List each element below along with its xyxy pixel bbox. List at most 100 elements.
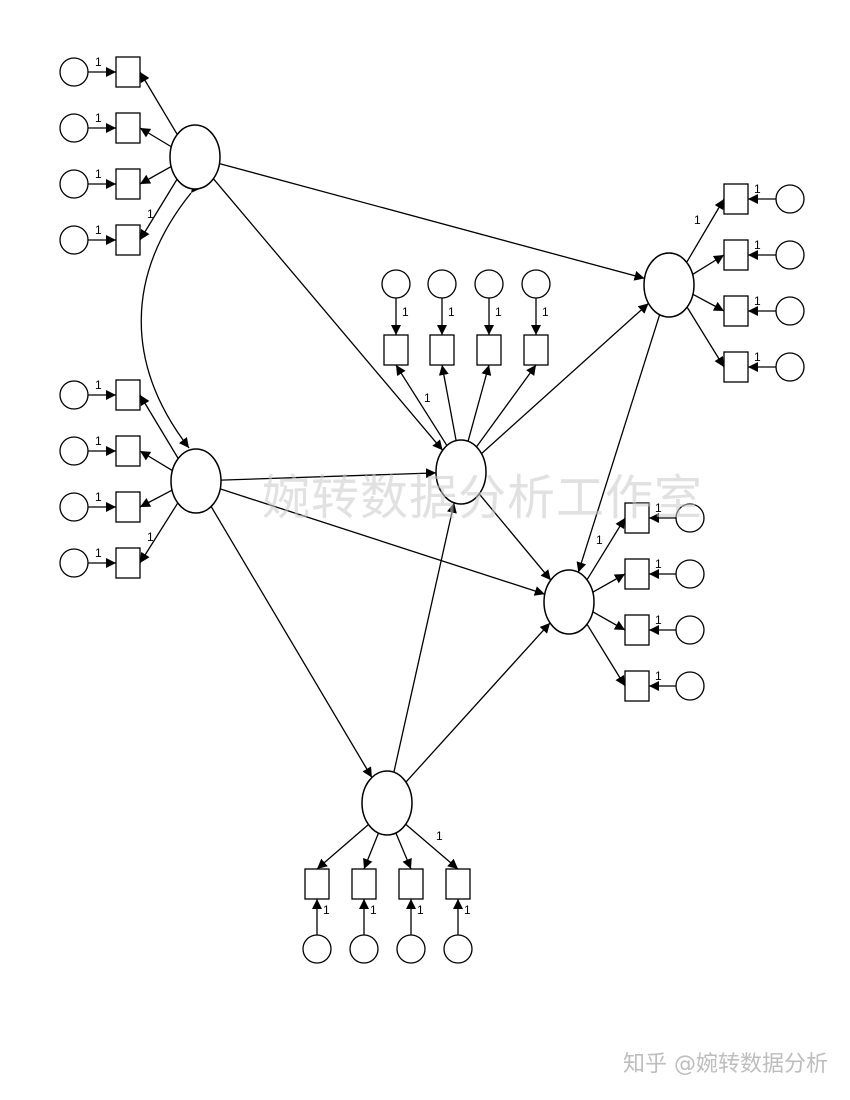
path-f2-f6 [210, 506, 373, 778]
f2-loading-1 [139, 394, 179, 459]
f3-loading-3 [467, 364, 492, 442]
latent-factor-f4 [643, 252, 695, 318]
f2-error-fixed-label-1: 1 [95, 378, 102, 392]
f5-error-fixed-label-1: 1 [655, 501, 662, 515]
f4-error-fixed-label-4: 1 [754, 350, 761, 364]
f2-error-circle-3 [59, 492, 89, 522]
f4-indicator-box-1 [723, 183, 749, 215]
f5-indicator-box-4 [624, 670, 650, 702]
f6-error-fixed-label-1: 1 [323, 903, 330, 917]
f5-loading-fixed-label: 1 [596, 533, 603, 547]
f5-indicator-box-3 [624, 614, 650, 646]
f6-error-circle-1 [302, 934, 332, 964]
f4-error-circle-1 [775, 184, 805, 214]
f2-loading-2 [139, 450, 173, 472]
path-f6-f5 [405, 622, 551, 783]
path-f2-f3 [220, 468, 437, 481]
f4-loading-4 [686, 306, 725, 368]
f5-indicator-box-1 [624, 502, 650, 534]
f4-indicator-box-4 [723, 351, 749, 383]
f1-indicator-box-1 [115, 56, 141, 88]
f2-loading-fixed-label: 1 [147, 530, 154, 544]
f4-error-fixed-label-1: 1 [754, 182, 761, 196]
latent-factor-f2 [170, 448, 222, 514]
path-f1-f3 [212, 178, 444, 451]
f6-error-fixed-label-2: 1 [370, 903, 377, 917]
path-f3-f5 [478, 493, 552, 581]
f3-error-fixed-label-1: 1 [402, 305, 409, 319]
f6-loading-3 [395, 832, 412, 870]
f4-error-circle-4 [775, 352, 805, 382]
f4-loading-3 [692, 293, 725, 312]
f5-error-circle-1 [675, 503, 705, 533]
f1-loading-4 [139, 178, 178, 241]
f6-indicator-box-1 [304, 868, 330, 900]
f1-indicator-box-2 [115, 112, 141, 144]
f3-error-circle-1 [381, 269, 411, 299]
f5-error-circle-3 [675, 615, 705, 645]
f1-loading-2 [139, 127, 172, 148]
f1-error-circle-1 [59, 57, 89, 87]
f4-indicator-box-2 [723, 239, 749, 271]
f1-loading-1 [139, 71, 178, 135]
f3-error-fixed-label-2: 1 [448, 305, 455, 319]
f5-loading-2 [592, 573, 626, 593]
path-f4-f5 [576, 314, 661, 573]
f3-loading-4 [475, 364, 537, 448]
f4-loading-1 [686, 198, 725, 263]
f6-error-circle-3 [396, 934, 426, 964]
f6-loading-2 [363, 832, 380, 870]
f5-loading-3 [592, 611, 626, 631]
f2-error-circle-1 [59, 380, 89, 410]
credit-text: 知乎 @婉转数据分析 [623, 1052, 828, 1077]
latent-factor-f3 [435, 439, 487, 505]
f3-indicator-box-4 [523, 334, 549, 366]
f5-error-circle-2 [675, 559, 705, 589]
f3-loading-1 [395, 364, 448, 446]
f6-loading-fixed-label: 1 [436, 829, 443, 843]
f3-error-circle-4 [521, 269, 551, 299]
f2-indicator-box-2 [115, 435, 141, 467]
f1-error-circle-2 [59, 113, 89, 143]
f4-loading-2 [692, 254, 725, 275]
path-f2-f5 [220, 488, 545, 596]
f3-indicator-box-1 [383, 334, 409, 366]
path-f1-f4 [219, 162, 645, 281]
path-f3-f4 [481, 302, 649, 455]
f5-error-fixed-label-2: 1 [655, 557, 662, 571]
f4-error-fixed-label-3: 1 [754, 294, 761, 308]
f5-error-fixed-label-3: 1 [655, 613, 662, 627]
f3-loading-fixed-label: 1 [424, 391, 431, 405]
f2-indicator-box-4 [115, 547, 141, 579]
f4-loading-fixed-label: 1 [694, 213, 701, 227]
f5-error-fixed-label-4: 1 [655, 669, 662, 683]
f3-indicator-box-3 [476, 334, 502, 366]
f2-error-fixed-label-2: 1 [95, 434, 102, 448]
f3-error-fixed-label-3: 1 [495, 305, 502, 319]
f1-indicator-box-3 [115, 168, 141, 200]
f2-error-circle-4 [59, 548, 89, 578]
f6-indicator-box-3 [398, 868, 424, 900]
f2-error-fixed-label-3: 1 [95, 490, 102, 504]
f5-indicator-box-2 [624, 558, 650, 590]
f2-loading-4 [139, 502, 179, 564]
f1-loading-3 [139, 166, 172, 185]
f1-error-fixed-label-4: 1 [95, 223, 102, 237]
f4-error-circle-2 [775, 240, 805, 270]
f6-error-circle-2 [349, 934, 379, 964]
f4-error-fixed-label-2: 1 [754, 238, 761, 252]
f3-error-fixed-label-4: 1 [542, 305, 549, 319]
f2-indicator-box-3 [115, 491, 141, 523]
path-f6-f3 [393, 502, 457, 773]
watermark-text: 婉转数据分析工作室 [262, 470, 704, 526]
latent-factor-f5 [543, 569, 595, 635]
f6-loading-1 [316, 823, 369, 870]
f6-error-fixed-label-3: 1 [417, 903, 424, 917]
f3-error-circle-2 [427, 269, 457, 299]
f6-error-circle-4 [443, 934, 473, 964]
f1-error-fixed-label-1: 1 [95, 55, 102, 69]
f3-indicator-box-2 [429, 334, 455, 366]
f5-loading-1 [586, 517, 626, 581]
